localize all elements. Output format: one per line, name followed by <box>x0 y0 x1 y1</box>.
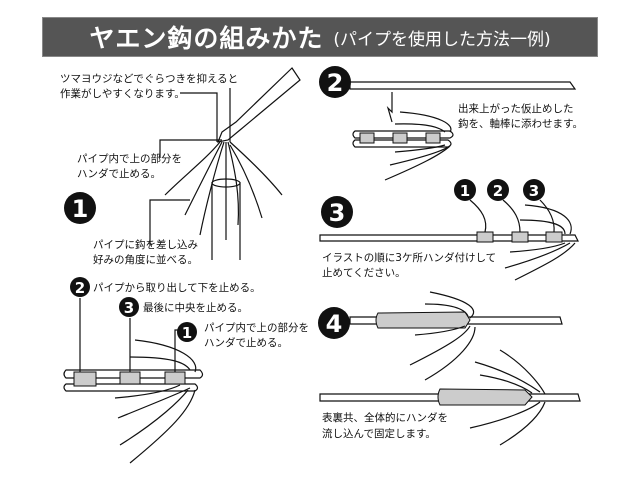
note-solder-top-line2: ハンダで止める。 <box>77 167 161 180</box>
step3-badge <box>321 196 353 228</box>
badge-number: 2 <box>75 279 85 297</box>
shaft-rod <box>319 234 579 242</box>
step2-note-line2: 鈎を、軸棒に添わせます。 <box>458 117 583 130</box>
order-number: 3 <box>529 182 539 200</box>
step3-note-line1: イラストの順に3ケ所ハンダ付けして <box>322 251 496 264</box>
step1-badge <box>64 192 96 224</box>
leader-line <box>159 139 222 158</box>
order-badge-1 <box>454 179 476 201</box>
step1b-note-middle: 最後に中央を止める。 <box>143 301 248 314</box>
order-number: 1 <box>460 182 470 200</box>
pipe <box>211 182 241 260</box>
leader-line <box>149 199 190 245</box>
badge-number: 3 <box>124 299 134 317</box>
shaft-rod <box>349 81 577 90</box>
step1-number: 1 <box>72 195 89 223</box>
leader-line <box>180 92 218 142</box>
title-banner: ヤエン鈎の組みかた (パイプを使用した方法一例) <box>42 17 598 57</box>
step2-badge <box>319 66 351 98</box>
step1b-note-top-line1: パイプ内で上の部分を <box>204 321 309 334</box>
solder-coating <box>375 311 471 329</box>
step3-note-line2: 止めてください。 <box>322 267 406 279</box>
step4-illustration: 4 表裏共、全体的にハンダを 流し込んで固定します。 <box>318 291 581 446</box>
solder-joint <box>73 371 97 387</box>
step2-illustration: 2 出来上がった仮止めした 鈎を、軸棒に添わせます。 <box>319 66 583 181</box>
title-main: ヤエン鈎の組みかた <box>89 24 324 53</box>
badge-number: 1 <box>182 324 192 342</box>
solder-joint <box>164 371 186 385</box>
solder-joint <box>119 371 141 385</box>
note-insert-line1: パイプに鈎を差し込み <box>93 238 198 251</box>
arrow <box>386 92 393 123</box>
step1b-illustration: 2 パイプから取り出して下を止める。 3 最後に中央を止める。 1 パイプ内で上… <box>63 277 309 464</box>
order-number: 2 <box>493 182 503 200</box>
order-badge-3 <box>523 179 545 201</box>
step1b-badge-3 <box>119 297 139 317</box>
note-toothpick-line2: 作業がしやすくなります。 <box>60 87 185 100</box>
step3-number: 3 <box>329 199 346 227</box>
note-insert-line2: 好みの角度に並べる。 <box>93 253 198 266</box>
toothpick <box>217 67 301 143</box>
step2-note-line1: 出来上がった仮止めした <box>458 102 574 115</box>
step4-number: 4 <box>326 310 343 338</box>
step1b-badge-2 <box>70 277 90 297</box>
step1b-note-top-line2: ハンダで止める。 <box>204 336 288 349</box>
step3-illustration: 3 1 2 3 イラストの順に3ケ所ハンダ付けして 止めてください。 <box>319 179 579 281</box>
step2-number: 2 <box>327 69 344 97</box>
step1b-badge-1 <box>177 322 197 342</box>
step4-note-line2: 流し込んで固定します。 <box>322 427 436 440</box>
order-badge-2 <box>487 179 509 201</box>
step1-illustration: 1 ツマヨウジなどでぐらつきを抑えると 作業がしやすくなります。 パイプ内で上の… <box>60 67 301 266</box>
step4-note-line1: 表裏共、全体的にハンダを <box>322 411 448 424</box>
title-subtitle: (パイプを使用した方法一例) <box>333 29 551 50</box>
step4-badge <box>318 307 350 339</box>
step1b-note-bottom: パイプから取り出して下を止める。 <box>93 281 261 294</box>
note-solder-top-line1: パイプ内で上の部分を <box>77 152 182 165</box>
note-toothpick-line1: ツマヨウジなどでぐらつきを抑えると <box>60 72 238 85</box>
solder-coating <box>437 388 533 406</box>
